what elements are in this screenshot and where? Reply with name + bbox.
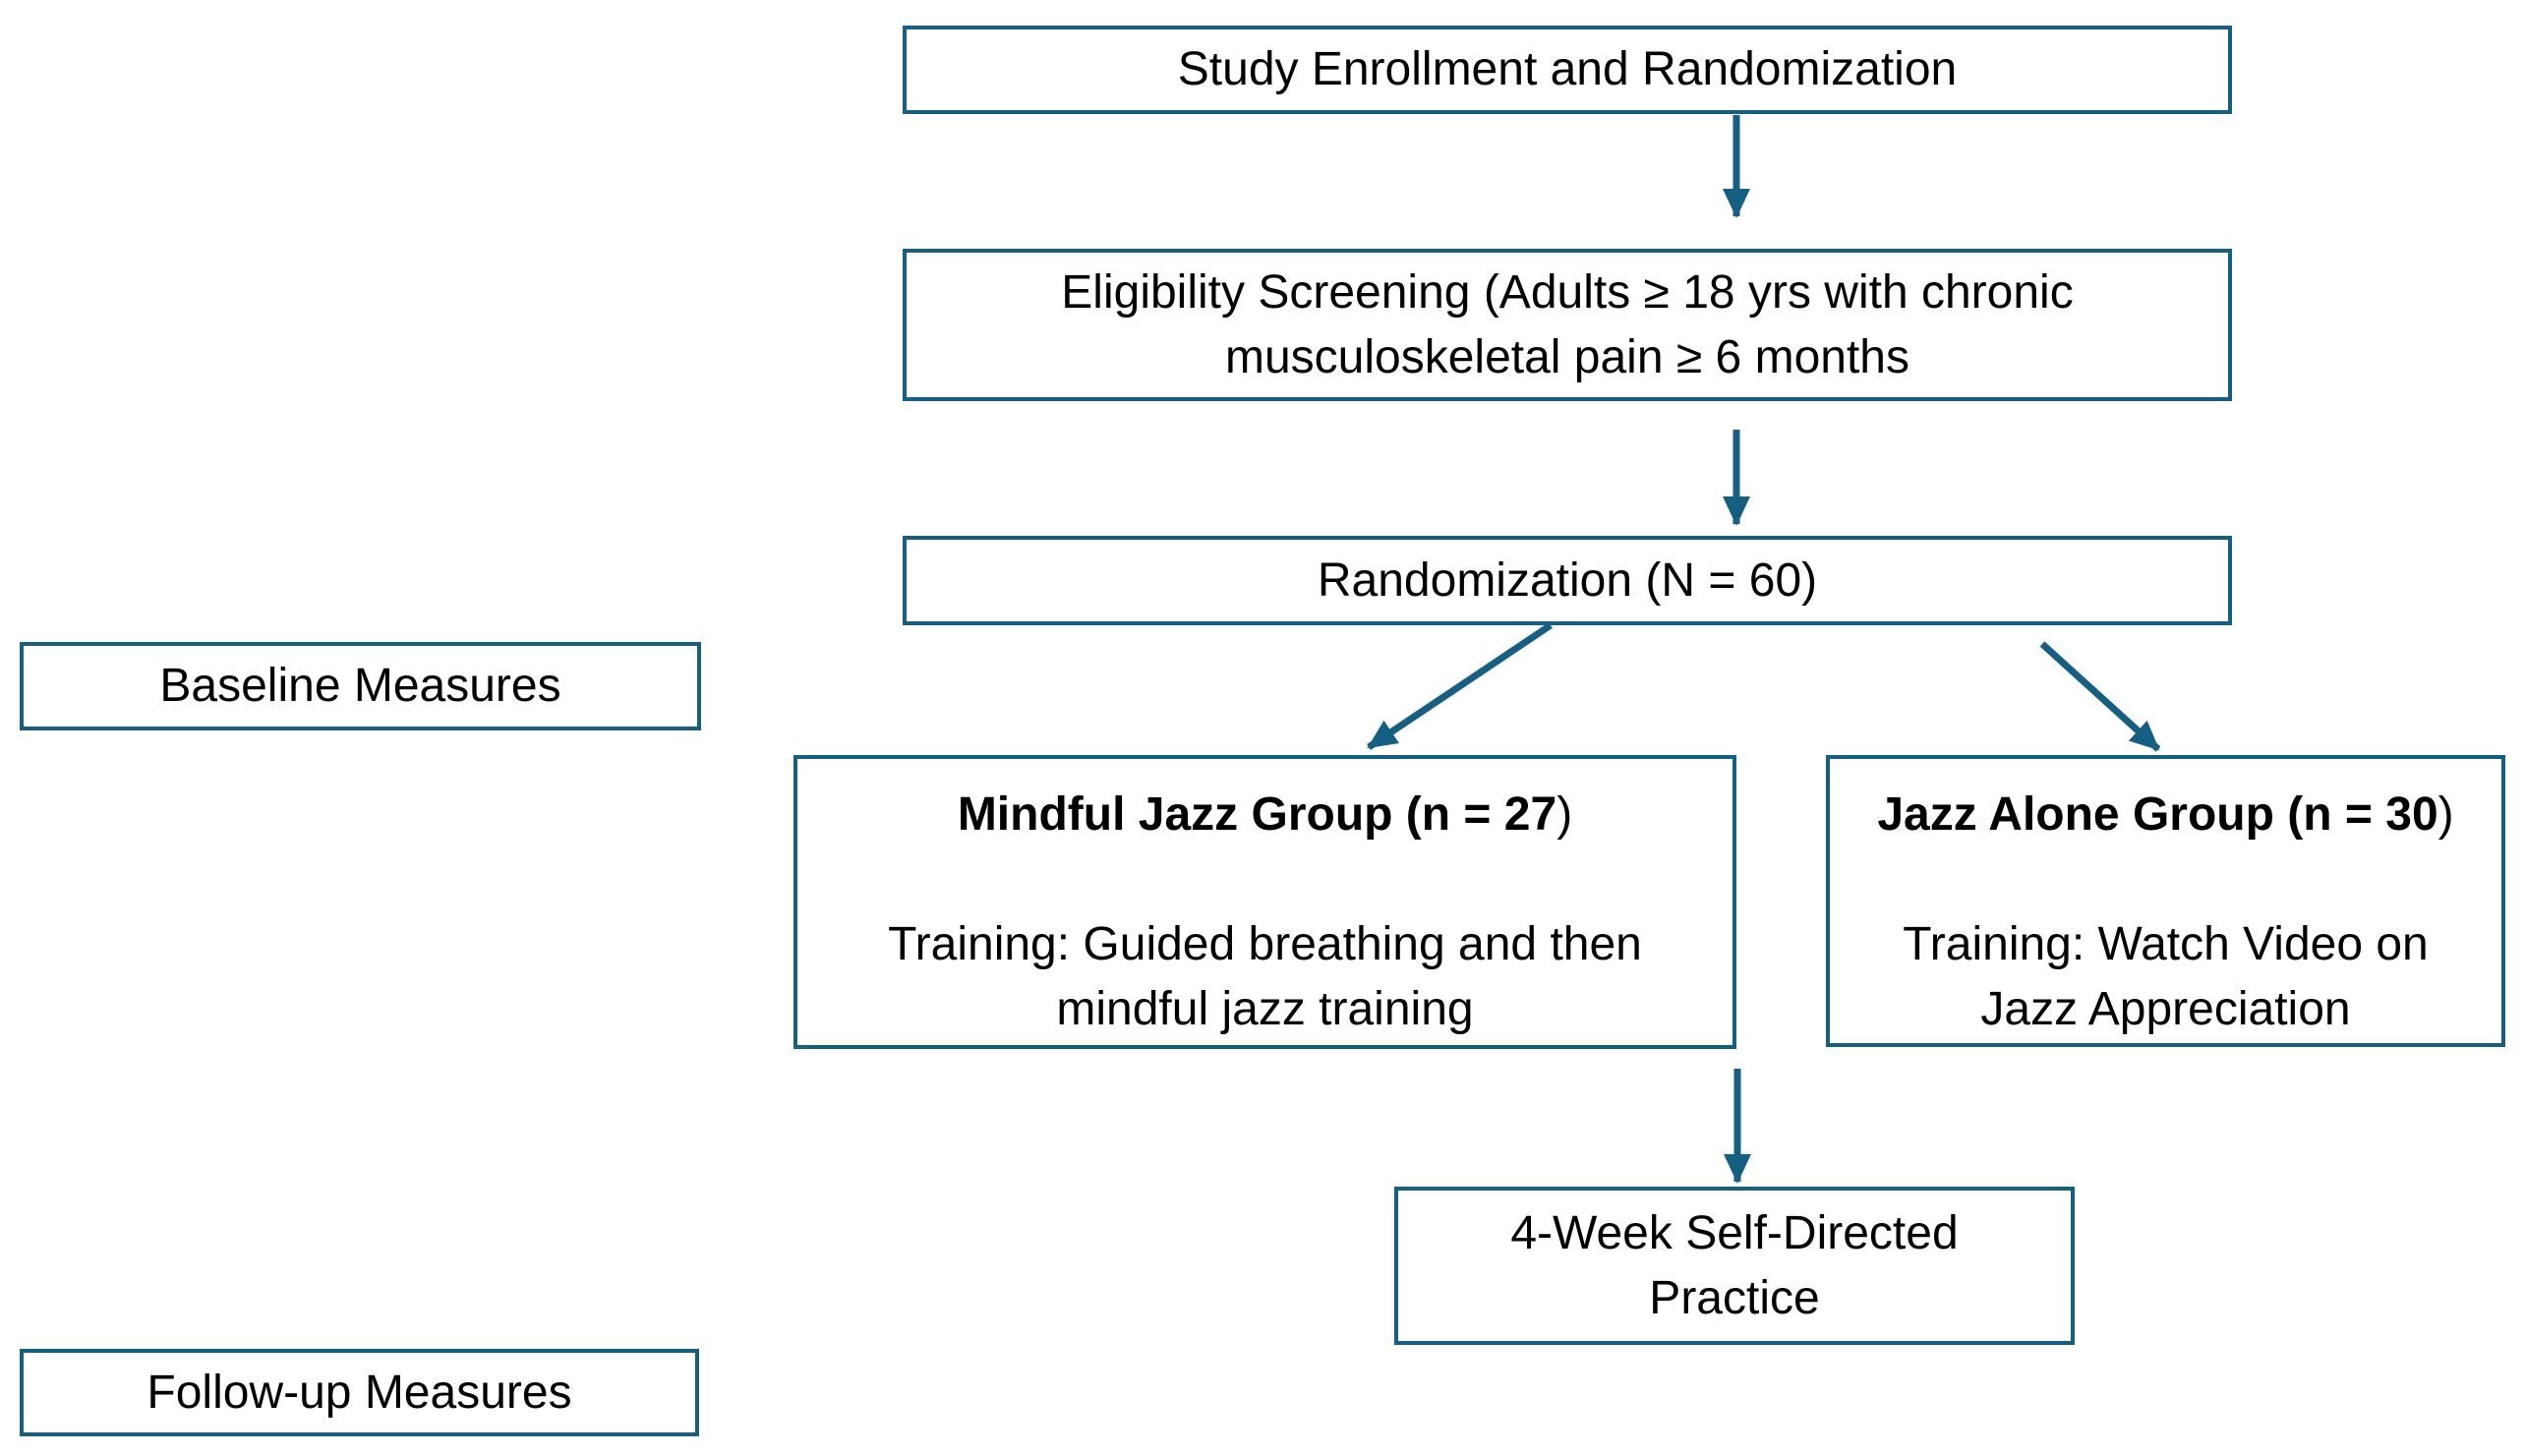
enrollment-box: Study Enrollment and Randomization	[903, 26, 2232, 114]
eligibility-box: Eligibility Screening (Adults ≥ 18 yrs w…	[903, 249, 2232, 401]
followup-measures-label: Follow-up Measures	[147, 1366, 572, 1419]
jazz-alone-group-heading-bold: Jazz Alone Group (n = 30	[1877, 788, 2438, 841]
followup-measures-box: Follow-up Measures	[20, 1349, 699, 1436]
randomization-box: Randomization (N = 60)	[903, 536, 2232, 625]
jazz-alone-group-heading: Jazz Alone Group (n = 30)	[1877, 783, 2453, 847]
baseline-measures-label: Baseline Measures	[159, 660, 561, 712]
practice-box: 4-Week Self-Directed Practice	[1394, 1187, 2075, 1345]
baseline-measures-box: Baseline Measures	[20, 642, 701, 730]
mindful-jazz-group-training-text: Training: Guided breathing and then mind…	[888, 918, 1642, 1035]
eligibility-label: Eligibility Screening (Adults ≥ 18 yrs w…	[1061, 265, 2074, 383]
mindful-jazz-group-heading-paren: )	[1556, 788, 1573, 841]
randomization-label: Randomization (N = 60)	[1317, 553, 1818, 607]
mindful-jazz-group-heading: Mindful Jazz Group (n = 27)	[958, 783, 1572, 847]
jazz-alone-group-box: Jazz Alone Group (n = 30) Training: Watc…	[1826, 755, 2505, 1047]
jazz-alone-group-training-text: Training: Watch Video on Jazz Appreciati…	[1903, 918, 2429, 1035]
arrow-randomization-to-jazz-alone-group	[2039, 641, 2161, 752]
enrollment-label: Study Enrollment and Randomization	[1177, 43, 1958, 95]
mindful-jazz-group-heading-bold: Mindful Jazz Group (n = 27	[957, 788, 1557, 841]
mindful-jazz-group-box: Mindful Jazz Group (n = 27) Training: Gu…	[793, 755, 1736, 1049]
practice-label: 4-Week Self-Directed Practice	[1510, 1206, 1959, 1324]
jazz-alone-group-heading-paren: )	[2437, 788, 2454, 841]
arrow-randomization-to-mindful-group	[1367, 622, 1553, 750]
